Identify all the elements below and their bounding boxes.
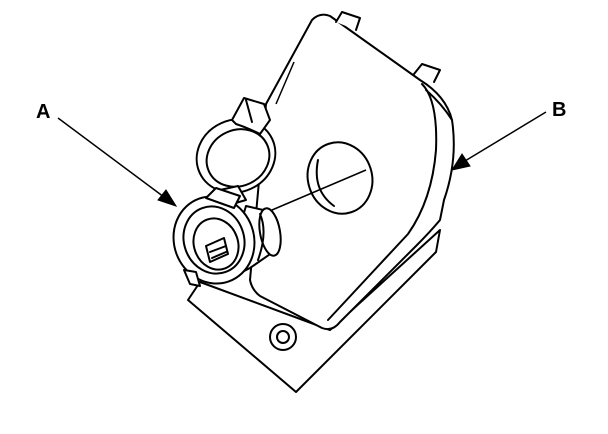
callout-a-arrow-line: [57, 117, 169, 201]
socket-barrel-rear-ring: [258, 207, 282, 257]
socket-barrel-rib: [257, 213, 265, 261]
bracket-top-tab-right: [413, 63, 441, 83]
leader-lines: [271, 61, 367, 211]
base-mount-hole-inner: [276, 330, 290, 344]
socket-ring-clip-top: [205, 187, 241, 209]
callout-b-arrowhead: [450, 153, 471, 171]
socket-ring-clip-bottom: [183, 269, 201, 287]
bracket-top-tab-left: [335, 11, 361, 31]
bracket-bend-edge: [327, 83, 438, 321]
socket-cap-inner: [205, 128, 271, 188]
bracket-side-edge: [425, 89, 453, 121]
callout-b-label: B: [552, 99, 566, 121]
callout-a: A: [36, 101, 178, 207]
callout-b-arrow-line: [459, 111, 547, 165]
callout-a-label: A: [36, 101, 50, 123]
callout-b: B: [450, 99, 566, 171]
bracket-base-plate: [187, 229, 441, 393]
accessory-socket: [172, 97, 282, 287]
mounting-bracket: [187, 11, 455, 393]
socket-cap-tab-ridge: [245, 99, 253, 123]
bracket-hole-rim: [315, 159, 335, 207]
socket-contact-lines: [209, 245, 227, 259]
leader-cap-to-bracket: [275, 61, 295, 105]
leader-socket-to-hole: [271, 169, 367, 211]
callout-a-arrowhead: [157, 189, 178, 207]
